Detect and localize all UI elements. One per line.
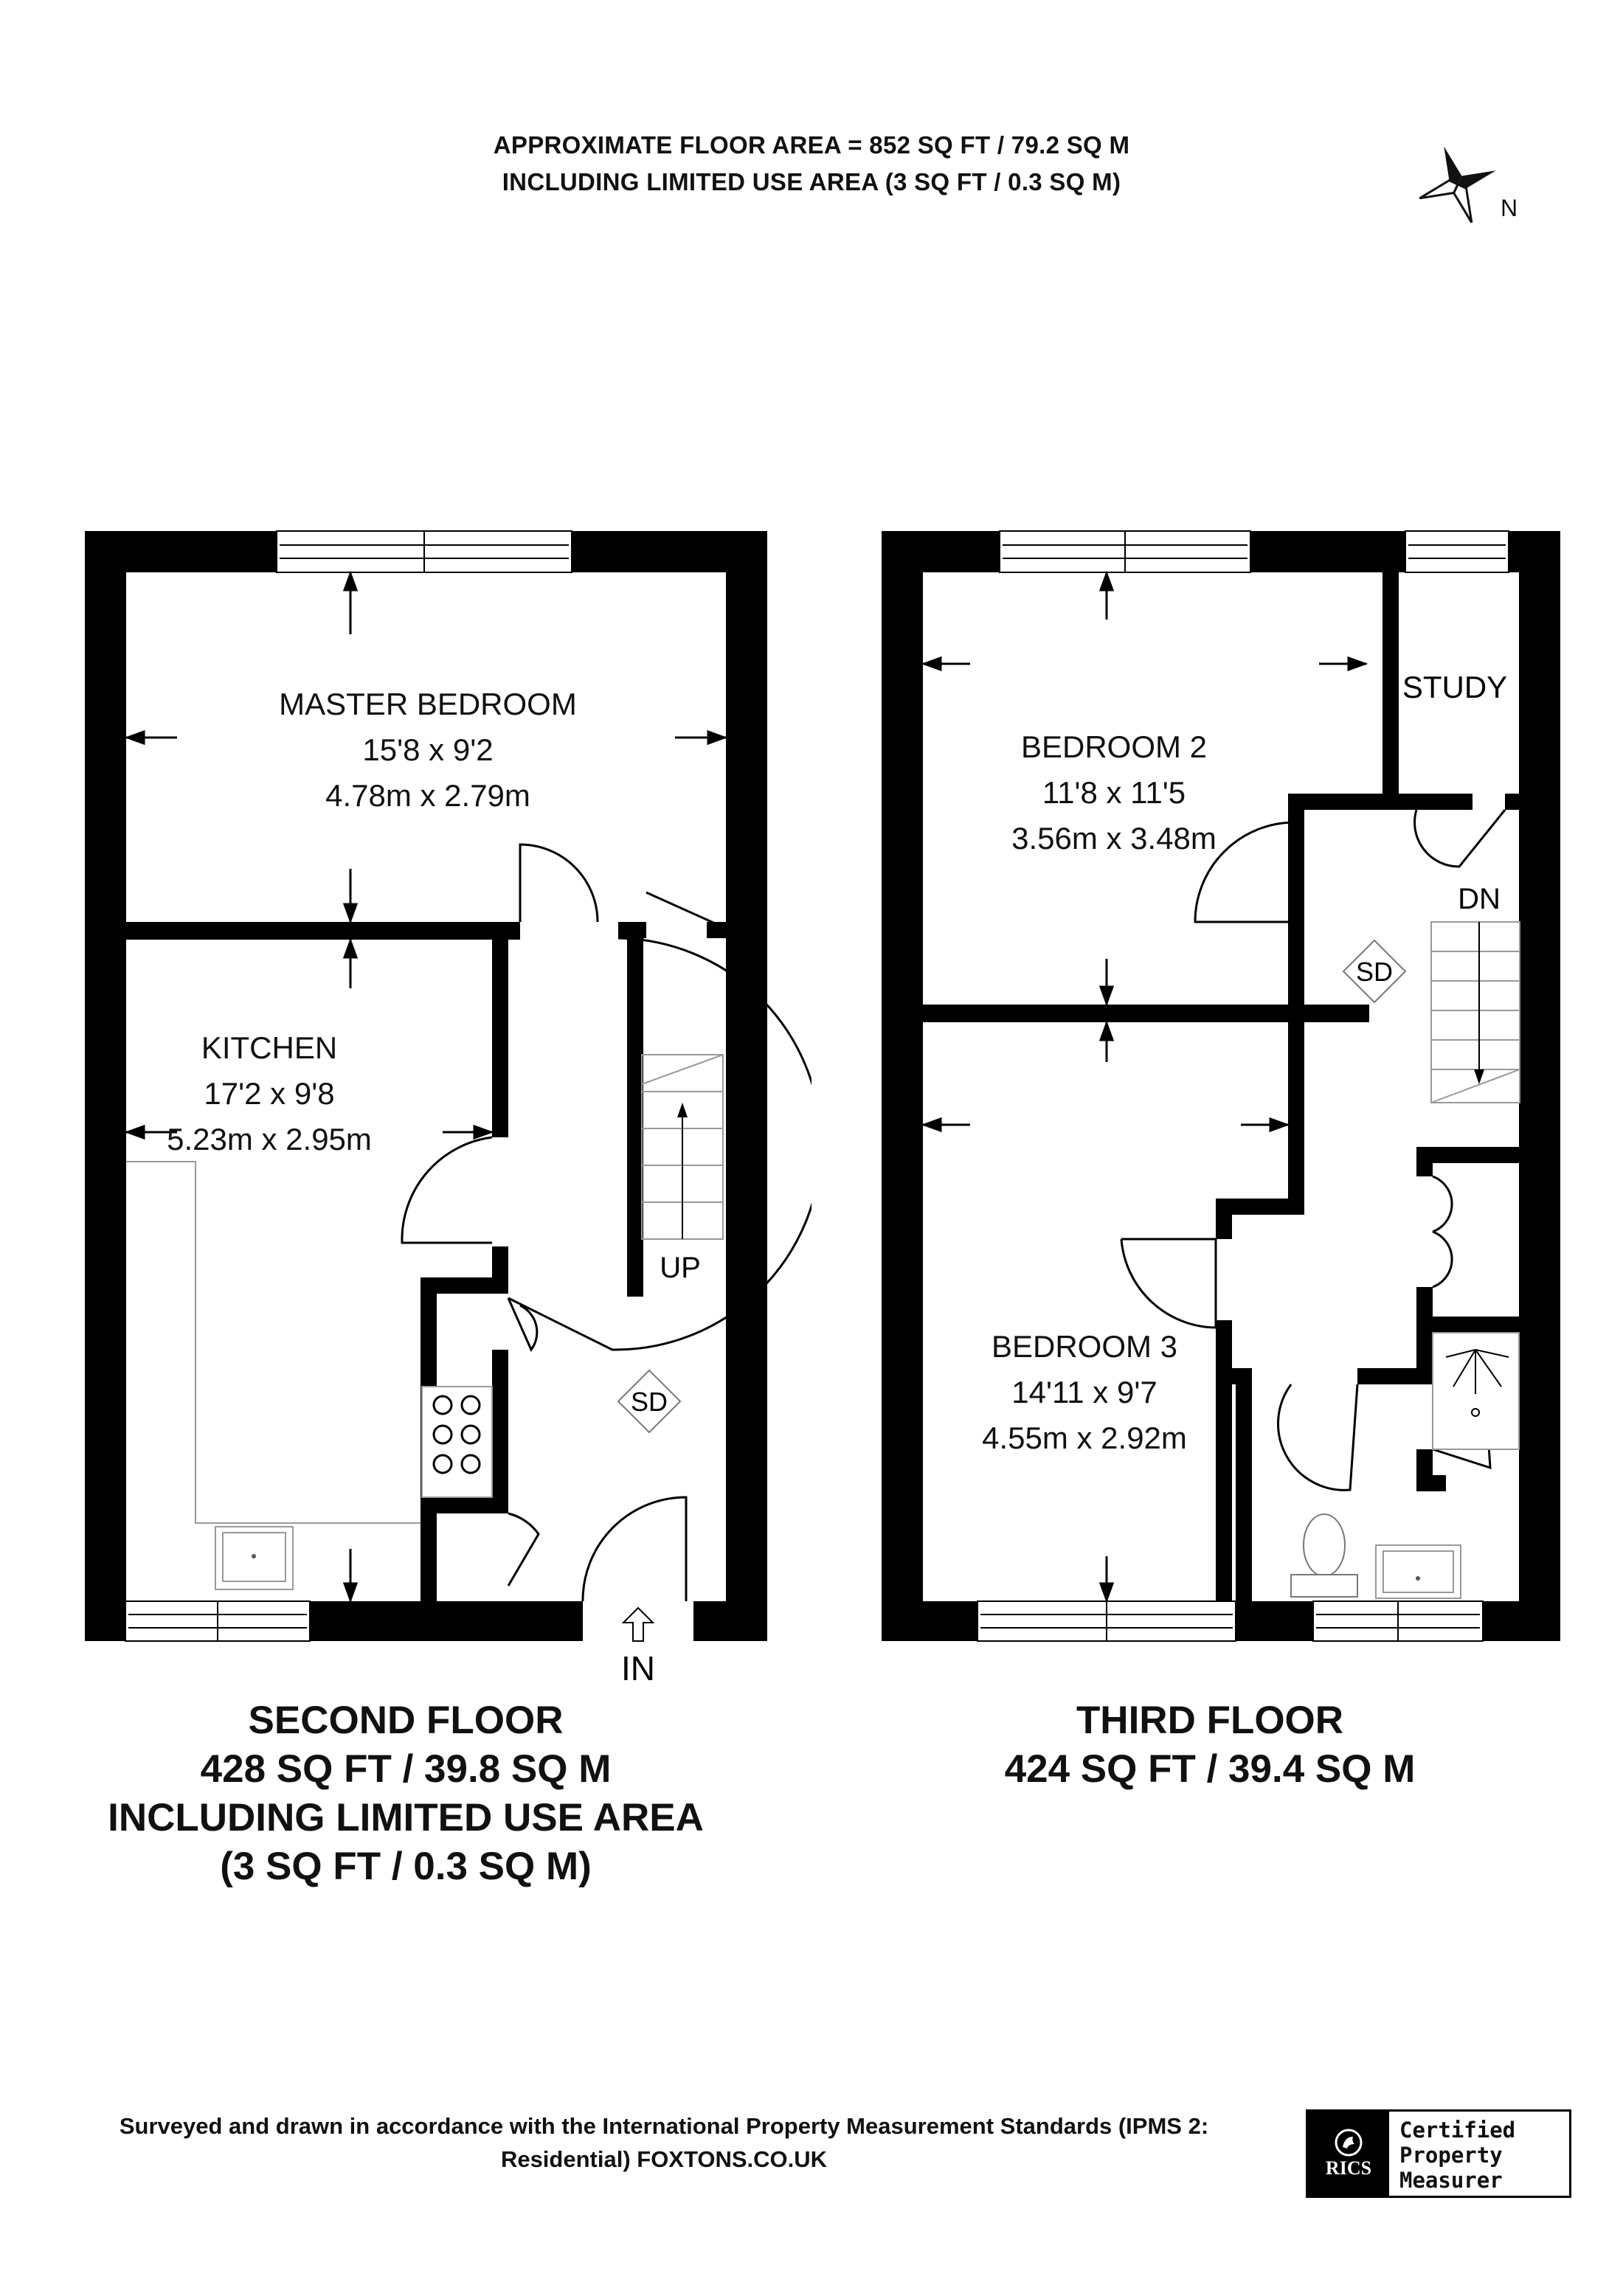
second-floor-limited-use: INCLUDING LIMITED USE AREA <box>108 1796 704 1839</box>
third-floor-title: THIRD FLOOR <box>1076 1699 1344 1742</box>
certified-measurer-text: Certified Property Measurer <box>1389 2112 1569 2196</box>
third-floor-sd-marker: SD <box>1342 939 1407 1004</box>
cupboard-door-small <box>507 1297 539 1352</box>
rics-logo-text: RICS <box>1325 2157 1372 2179</box>
kitchen-imperial: 17'2 x 9'8 <box>204 1076 335 1111</box>
entrance-in-label: IN <box>621 1649 655 1688</box>
second-floor-title: SECOND FLOOR <box>248 1699 564 1742</box>
study-label: STUDY <box>1402 670 1507 704</box>
second-floor-sd-label: SD <box>631 1387 668 1417</box>
third-floor-dn-label: DN <box>1458 883 1501 915</box>
master-bedroom-metric: 4.78m x 2.79m <box>325 778 530 813</box>
survey-statement-line1: Surveyed and drawn in accordance with th… <box>119 2113 1209 2139</box>
entrance-arrow-icon <box>621 1606 655 1642</box>
second-floor-staircase <box>641 1054 724 1240</box>
survey-statement-line2: Residential) FOXTONS.CO.UK <box>500 2146 828 2172</box>
bedroom-2-metric: 3.56m x 3.48m <box>1011 821 1217 856</box>
bedroom-3-label: BEDROOM 3 14'11 x 9'7 4.55m x 2.92m <box>930 1324 1239 1461</box>
bedroom-3-metric: 4.55m x 2.92m <box>982 1421 1187 1455</box>
toilet-icon <box>1303 1513 1346 1577</box>
kitchen-metric: 5.23m x 2.95m <box>167 1122 372 1156</box>
bathroom-fittings <box>1290 1332 1520 1599</box>
second-floor-plan: SD UP IN <box>85 530 812 1688</box>
bathroom-door <box>1277 1384 1359 1491</box>
limited-use-area-heading: INCLUDING LIMITED USE AREA (3 SQ FT / 0.… <box>502 168 1121 195</box>
shower-door <box>1432 1445 1492 1470</box>
third-floor-windows <box>977 530 1509 1642</box>
survey-statement: Surveyed and drawn in accordance with th… <box>0 2109 1328 2176</box>
bedroom-3-name: BEDROOM 3 <box>991 1329 1178 1364</box>
kitchen-door <box>401 1136 493 1244</box>
rics-logo: RICS <box>1308 2112 1389 2196</box>
second-floor-up-label: UP <box>660 1252 701 1284</box>
third-floor-dimension-arrows <box>921 570 1368 1603</box>
compass-north-label: N <box>1501 195 1518 221</box>
rics-certified-badge: RICS Certified Property Measurer <box>1306 2109 1571 2198</box>
cupboard-door-lower <box>507 1512 540 1586</box>
third-floor-area: 424 SQ FT / 39.4 SQ M <box>1004 1747 1416 1791</box>
total-area-heading: APPROXIMATE FLOOR AREA = 852 SQ FT / 79.… <box>493 131 1130 159</box>
kitchen-label: KITCHEN 17'2 x 9'8 5.23m x 2.95m <box>125 1025 413 1162</box>
master-bedroom-label: MASTER BEDROOM 15'8 x 9'2 4.78m x 2.79m <box>207 681 649 819</box>
bedroom-2-name: BEDROOM 2 <box>1020 729 1208 764</box>
third-floor-sd-label: SD <box>1356 957 1393 987</box>
badge-line-1: Certified <box>1399 2118 1516 2143</box>
second-floor-caption: SECOND FLOOR 428 SQ FT / 39.8 SQ M INCLU… <box>37 1696 775 1891</box>
front-door <box>581 1496 688 1602</box>
cupboard-doors <box>1432 1175 1453 1289</box>
master-bedroom-door <box>519 843 599 923</box>
badge-line-3: Measurer <box>1399 2168 1503 2193</box>
basin-icon <box>1375 1544 1461 1599</box>
landing-door <box>646 891 721 927</box>
second-floor-limited-use-area: (3 SQ FT / 0.3 SQ M) <box>220 1845 592 1888</box>
lion-icon <box>1335 2129 1363 2157</box>
master-bedroom-imperial: 15'8 x 9'2 <box>362 732 494 767</box>
bedroom-3-door <box>1120 1238 1217 1329</box>
master-bedroom-name: MASTER BEDROOM <box>279 687 577 721</box>
badge-line-2: Property <box>1399 2143 1503 2168</box>
second-floor-area: 428 SQ FT / 39.8 SQ M <box>200 1747 612 1791</box>
bedroom-3-imperial: 14'11 x 9'7 <box>1011 1375 1157 1409</box>
compass-icon: N <box>1419 146 1518 223</box>
bedroom-2-imperial: 11'8 x 11'5 <box>1042 775 1186 810</box>
kitchen-fittings <box>126 1161 493 1590</box>
third-floor-plan: SD DN STUDY <box>882 530 1560 1642</box>
second-floor-dimension-arrows <box>124 570 728 1603</box>
bedroom-2-label: BEDROOM 2 11'8 x 11'5 3.56m x 3.48m <box>959 724 1269 861</box>
third-floor-caption: THIRD FLOOR 424 SQ FT / 39.4 SQ M <box>841 1696 1579 1794</box>
second-floor-doors <box>401 843 812 1602</box>
third-floor-staircase <box>1430 921 1520 1103</box>
third-floor-doors <box>1120 809 1506 1491</box>
hob-icon <box>421 1386 493 1498</box>
cupboard-door-hall <box>508 937 812 1351</box>
bedroom-2-door <box>1194 810 1295 923</box>
kitchen-name: KITCHEN <box>201 1030 338 1065</box>
study-door <box>1413 809 1506 868</box>
second-floor-windows <box>125 530 572 1642</box>
second-floor-sd-marker: SD <box>617 1369 682 1434</box>
